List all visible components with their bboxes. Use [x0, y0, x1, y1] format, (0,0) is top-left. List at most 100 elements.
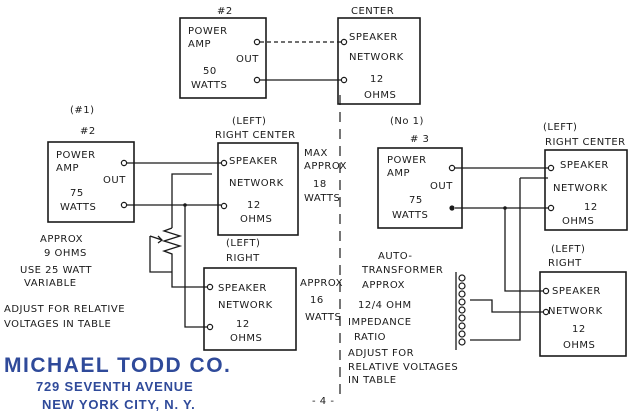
- amp-1-line2: AMP: [56, 163, 79, 174]
- amp-2-line1: POWER: [188, 26, 228, 37]
- amp-3-box: [377, 147, 463, 229]
- right-center-2-line2: NETWORK: [553, 183, 608, 194]
- right-2-title: RIGHT: [548, 258, 582, 269]
- right-center-2-qualifier: (LEFT): [543, 122, 577, 133]
- junction-dot-2: [503, 206, 507, 210]
- right2-minus-wire: [470, 299, 543, 313]
- company-stamp: MICHAEL TODD CO. 729 SEVENTH AVENUE NEW …: [4, 354, 231, 411]
- center-terminal-plus: [340, 38, 348, 46]
- right-common-wire: [184, 205, 207, 328]
- amp-2-terminal-minus: [253, 76, 261, 84]
- center-box: [337, 17, 421, 105]
- auto-note-l7: ADJUST FOR: [348, 348, 414, 359]
- amp-1-number: #2: [80, 126, 96, 137]
- amp-3-number: # 3: [410, 134, 429, 145]
- pot-note-l2: 9 OHMS: [44, 248, 87, 259]
- right-2-ohms-unit: OHMS: [563, 340, 595, 351]
- company-name: MICHAEL TODD CO.: [4, 354, 231, 377]
- amp-2-block: #2 POWER AMP OUT 50 WATTS: [179, 6, 267, 99]
- right-ohms: 12: [236, 319, 250, 330]
- auto-note-l1: AUTO-: [378, 251, 413, 262]
- right-center-2-block: (LEFT) RIGHT CENTER SPEAKER NETWORK 12 O…: [543, 122, 628, 231]
- right-2-terminal-plus: [542, 287, 550, 295]
- pot-note-l1: APPROX: [40, 234, 83, 245]
- right-center-2-box: [544, 149, 628, 231]
- amp-2-number: #2: [217, 6, 233, 17]
- right-terminal-plus: [206, 283, 214, 291]
- right-title: RIGHT: [226, 253, 260, 264]
- auto-note-l3: APPROX: [362, 280, 405, 291]
- right-center-title: RIGHT CENTER: [215, 130, 296, 141]
- amp-3-watts-unit: WATTS: [392, 210, 428, 221]
- amp-1-box: [47, 141, 135, 223]
- amp-3-block: (No 1) # 3 POWER AMP OUT 75 WATTS: [377, 116, 463, 229]
- pot-wiper-arrow: [149, 235, 163, 244]
- right-2-ohms: 12: [572, 324, 586, 335]
- right-ohms-unit: OHMS: [230, 333, 262, 344]
- right-center-max1: MAX: [304, 148, 328, 159]
- amp-1-watts-unit: WATTS: [60, 202, 96, 213]
- junction-dot-1: [183, 203, 187, 207]
- right-center-2-ohms-unit: OHMS: [562, 216, 594, 227]
- amp-1-terminal-minus: [120, 201, 128, 209]
- right-center-max2: APPROX: [304, 161, 347, 172]
- right-center-ohms-unit: OHMS: [240, 214, 272, 225]
- right-center-line1: SPEAKER: [229, 156, 278, 167]
- amp-3-number-top: (No 1): [390, 116, 424, 127]
- pot-wiper-wire: [149, 236, 172, 273]
- amp-1-terminal-plus: [120, 159, 128, 167]
- right-center-terminal-minus: [220, 202, 228, 210]
- adjust-left-l1: ADJUST FOR RELATIVE: [4, 304, 125, 315]
- center-terminal-minus: [340, 76, 348, 84]
- amp-2-out: OUT: [236, 54, 259, 65]
- amp-1-out: OUT: [103, 175, 126, 186]
- right-2-box: [539, 271, 627, 357]
- amp-2-watts: 50: [203, 66, 217, 77]
- pot-feed-wire: [171, 173, 212, 228]
- right-center-line2: NETWORK: [229, 178, 284, 189]
- amp-3-line1: POWER: [387, 155, 427, 166]
- auto-transformer-note: AUTO- TRANSFORMER APPROX 12/4 OHM IMPEDA…: [348, 251, 458, 386]
- right-center-terminal-plus: [220, 159, 228, 167]
- right-center-2-terminal-plus: [547, 164, 555, 172]
- amp-2-terminal-plus: [253, 38, 261, 46]
- right-network-block: (LEFT) RIGHT SPEAKER NETWORK 12 OHMS APP…: [203, 238, 343, 351]
- adjust-note-left: ADJUST FOR RELATIVE VOLTAGES IN TABLE: [4, 304, 125, 330]
- right-center-max4: WATTS: [304, 193, 340, 204]
- center-line2: NETWORK: [349, 52, 404, 63]
- right-center-2-line1: SPEAKER: [560, 160, 609, 171]
- amp-3-terminal-plus: [448, 164, 456, 172]
- amp-1-watts: 75: [70, 188, 84, 199]
- amp-3-watts: 75: [409, 195, 423, 206]
- right-2-line1: SPEAKER: [552, 286, 601, 297]
- right-center-ohms: 12: [247, 200, 261, 211]
- pot-note-l3: USE 25 WATT: [20, 265, 92, 276]
- amp-3-out: OUT: [430, 181, 453, 192]
- amp-1-number-top: (#1): [70, 105, 95, 116]
- right-line2: NETWORK: [218, 300, 273, 311]
- pot-out-wire: [171, 258, 207, 288]
- right-center-2-ohms: 12: [584, 202, 598, 213]
- right-center-box: [217, 142, 299, 236]
- potentiometer-zigzag: [161, 227, 183, 258]
- right-2-qualifier: (LEFT): [551, 244, 585, 255]
- auto-note-l8: RELATIVE VOLTAGES: [348, 362, 458, 373]
- auto-note-l2: TRANSFORMER: [361, 265, 443, 276]
- amp-2-watts-unit: WATTS: [191, 80, 227, 91]
- pot-note: APPROX 9 OHMS USE 25 WATT VARIABLE: [20, 234, 92, 289]
- amp-3-terminal-minus: [449, 205, 455, 211]
- auto-transformer-coil: [455, 272, 466, 350]
- right-approx3: WATTS: [305, 312, 341, 323]
- right-line1: SPEAKER: [218, 283, 267, 294]
- amp-1-line1: POWER: [56, 150, 96, 161]
- amp-3-line2: AMP: [387, 168, 410, 179]
- center-line1: SPEAKER: [349, 32, 398, 43]
- adjust-left-l2: VOLTAGES IN TABLE: [4, 319, 111, 330]
- center-title: CENTER: [351, 6, 394, 17]
- right-box: [203, 267, 297, 351]
- right-approx1: APPROX: [300, 278, 343, 289]
- amp-2-line2: AMP: [188, 39, 211, 50]
- pot-note-l4: VARIABLE: [24, 278, 77, 289]
- center-ohms-unit: OHMS: [364, 90, 396, 101]
